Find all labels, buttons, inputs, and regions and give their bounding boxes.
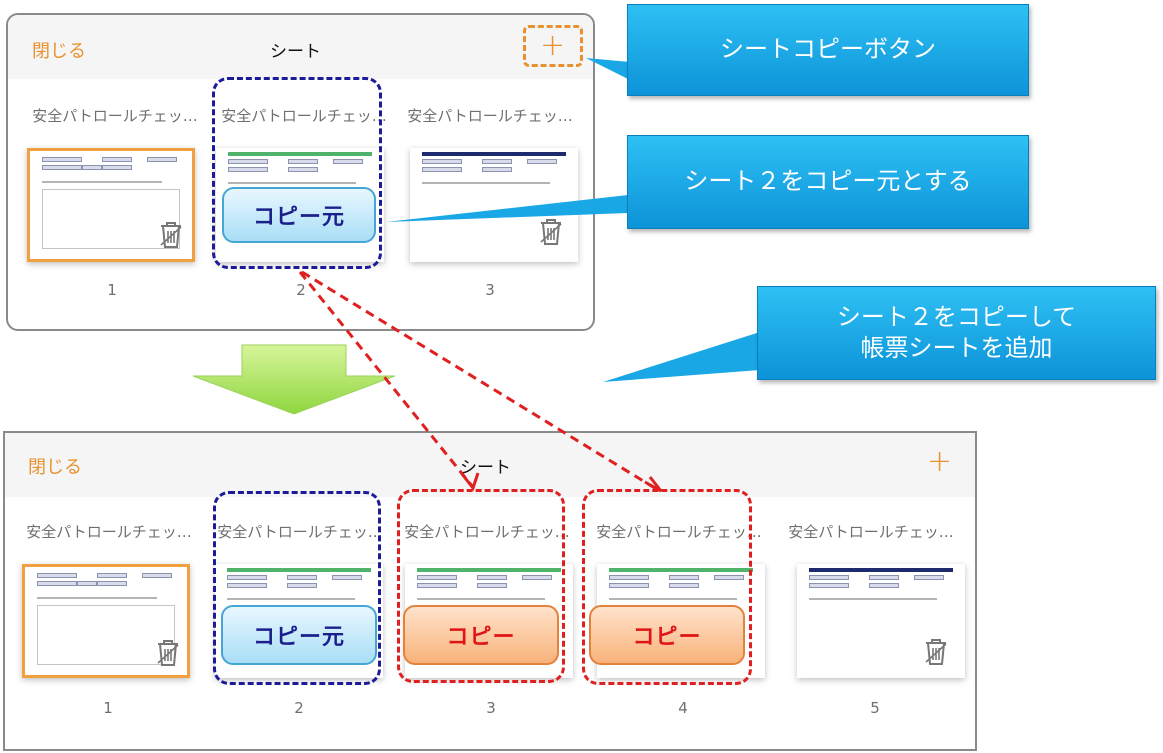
page-number: 3	[485, 281, 495, 299]
sheet-thumbnail[interactable]	[797, 564, 965, 678]
trash-icon[interactable]	[923, 638, 949, 666]
thumb-title-band	[228, 152, 372, 156]
thumb-title-band	[422, 152, 566, 156]
copy-badge: コピー	[403, 605, 559, 665]
copy-source-badge: コピー元	[222, 187, 376, 243]
sheet-name: 安全パトロールチェッ…	[407, 107, 573, 125]
trash-icon[interactable]	[158, 221, 184, 249]
source-callout: シート２をコピー元とする	[627, 135, 1029, 229]
sheet-thumbnail[interactable]	[410, 148, 578, 262]
down-arrow-icon	[192, 344, 396, 415]
result-callout-line1: シート２をコピーして	[836, 302, 1077, 331]
close-button[interactable]: 閉じる	[28, 457, 82, 478]
thumb-table	[42, 157, 180, 177]
callout-pointer	[603, 332, 760, 382]
panel-header	[8, 15, 593, 79]
sheet-name: 安全パトロールチェッ…	[788, 523, 954, 541]
copy-button-callout: シートコピーボタン	[627, 4, 1029, 96]
trash-icon[interactable]	[538, 218, 564, 246]
sheet-thumbnail[interactable]	[22, 564, 190, 678]
close-button[interactable]: 閉じる	[32, 41, 86, 62]
copied-sheet-highlight	[582, 489, 752, 685]
source-sheet-highlight	[213, 491, 381, 685]
trash-icon[interactable]	[155, 639, 181, 667]
panel-title: シート	[270, 42, 321, 62]
add-sheet-button[interactable]: +	[927, 444, 953, 479]
page-number: 3	[486, 699, 496, 717]
page-number: 1	[107, 281, 117, 299]
result-callout-line2: 帳票シートを追加	[860, 334, 1053, 362]
add-sheet-button[interactable]: +	[540, 28, 566, 63]
sheet-panel-top: 閉じる シート + 安全パトロールチェッ… 1 安全パトロールチェッ… 2 安全…	[6, 13, 595, 331]
page-number: 4	[678, 699, 688, 717]
source-sheet-highlight	[212, 77, 382, 269]
result-callout: シート２をコピーして 帳票シートを追加	[757, 286, 1156, 380]
copy-badge: コピー	[589, 605, 745, 665]
panel-title: シート	[460, 458, 511, 478]
page-number: 1	[103, 699, 113, 717]
copy-source-badge: コピー元	[221, 605, 377, 665]
copy-button-highlight	[523, 25, 583, 67]
sheet-name: 安全パトロールチェッ…	[26, 523, 192, 541]
page-number: 2	[294, 699, 304, 717]
sheet-name: 安全パトロールチェッ…	[32, 107, 198, 125]
page-number: 2	[296, 281, 306, 299]
sheet-thumbnail[interactable]	[27, 148, 195, 262]
page-number: 5	[870, 699, 880, 717]
